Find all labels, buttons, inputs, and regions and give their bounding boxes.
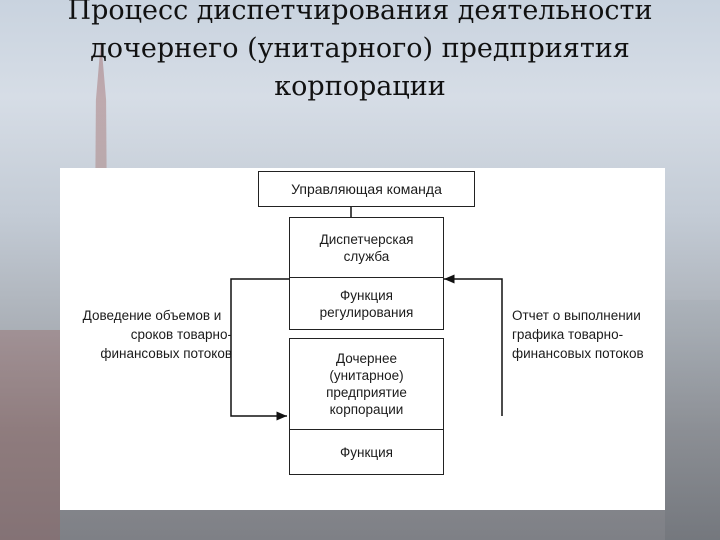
report-line-2: графика товарно- xyxy=(512,327,624,342)
subsidiary-line-2: (унитарное) xyxy=(329,368,404,383)
directive-arrow-line xyxy=(230,278,289,421)
subsidiary-line-1: Дочернее xyxy=(335,351,398,366)
report-line-3: финансовых потоков xyxy=(512,346,644,361)
background-city xyxy=(665,300,720,540)
regulation-function-line-1: Функция xyxy=(340,287,393,303)
subsidiary-line-3: предприятие xyxy=(326,385,407,400)
directive-label: Доведение объемов и сроков товарно- фина… xyxy=(72,306,232,363)
report-label: Отчет о выполнении графика товарно- фина… xyxy=(512,306,662,363)
background-wall xyxy=(0,330,60,540)
report-line-1: Отчет о выполнении xyxy=(512,308,641,323)
dispatch-service-line-2: служба xyxy=(343,248,390,264)
regulation-function-line-2: регулирования xyxy=(319,304,414,320)
diagram-panel: Управляющая команда Диспетчерская служба… xyxy=(60,168,665,510)
function-box: Функция xyxy=(289,429,444,475)
regulation-function-box: Функция регулирования xyxy=(289,277,444,330)
directive-line-3: финансовых потоков xyxy=(100,346,232,361)
dispatch-service-box: Диспетчерская служба xyxy=(289,217,444,278)
dispatch-service-line-1: Диспетчерская xyxy=(319,231,414,247)
title-line-2: дочернего (унитарного) предприятия xyxy=(90,33,630,64)
directive-line-2: сроков товарно- xyxy=(130,327,232,342)
subsidiary-enterprise-box: Дочернее (унитарное) предприятие корпора… xyxy=(289,338,444,430)
report-arrow-line xyxy=(444,274,503,416)
connector-lines xyxy=(230,206,503,421)
title-line-1: Процесс диспетчирования деятельности xyxy=(67,0,653,26)
title-line-3: корпорации xyxy=(274,71,446,102)
slide-title: Процесс диспетчирования деятельности доч… xyxy=(0,0,720,106)
directive-line-1: Доведение объемов и xyxy=(82,308,222,323)
management-team-label: Управляющая команда xyxy=(291,180,442,197)
subsidiary-line-4: корпорации xyxy=(329,402,404,417)
function-label: Функция xyxy=(340,444,393,460)
management-team-box: Управляющая команда xyxy=(258,171,475,207)
